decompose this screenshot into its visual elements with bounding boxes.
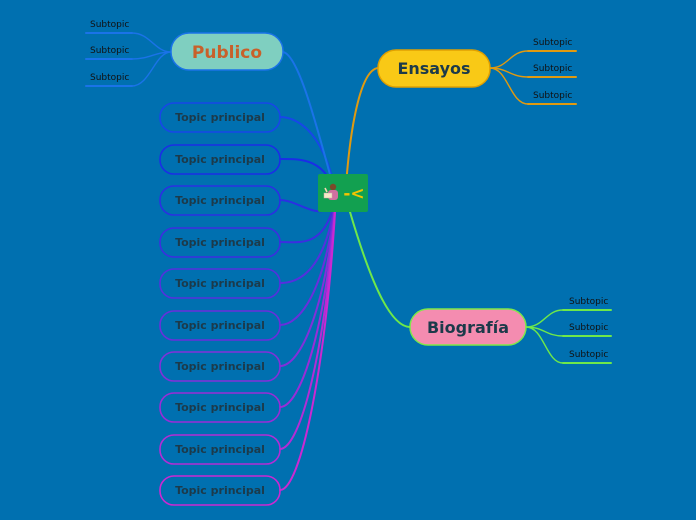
topic-label: Topic principal	[175, 277, 265, 290]
subtopic-label: Subtopic	[90, 73, 129, 83]
biografia-subtopic-connector	[525, 326, 564, 364]
topic-principal-7[interactable]: Topic principal	[159, 351, 281, 382]
branch-label-biografia: Biografía	[427, 318, 509, 337]
topic-connector	[279, 195, 337, 284]
topic-label: Topic principal	[175, 319, 265, 332]
topic-principal-4[interactable]: Topic principal	[159, 227, 281, 258]
subtopic-label: Subtopic	[569, 323, 608, 333]
subtopic-label: Subtopic	[90, 46, 129, 56]
subtopic-publico-1[interactable]: Subtopic	[90, 20, 129, 30]
topic-connector	[279, 195, 337, 491]
topic-principal-9[interactable]: Topic principal	[159, 434, 281, 465]
subtopic-label: Subtopic	[569, 297, 608, 307]
subtopic-ensayos-1[interactable]: Subtopic	[533, 38, 572, 48]
subtopic-biografia-3[interactable]: Subtopic	[569, 350, 608, 360]
subtopic-label: Subtopic	[533, 91, 572, 101]
topic-label: Topic principal	[175, 484, 265, 497]
topic-label: Topic principal	[175, 360, 265, 373]
topic-principal-3[interactable]: Topic principal	[159, 185, 281, 216]
topic-principal-1[interactable]: Topic principal	[159, 102, 281, 133]
topic-label: Topic principal	[175, 236, 265, 249]
ensayos-subtopic-connector	[489, 67, 529, 105]
ensayos-subtopic-connector	[489, 50, 529, 69]
topic-principal-6[interactable]: Topic principal	[159, 310, 281, 341]
subtopic-ensayos-2[interactable]: Subtopic	[533, 64, 572, 74]
subtopic-label: Subtopic	[90, 20, 129, 30]
topic-label: Topic principal	[175, 194, 265, 207]
ensayos-connector	[345, 67, 379, 187]
connector-lines	[85, 32, 612, 491]
topic-label: Topic principal	[175, 111, 265, 124]
subtopic-label: Subtopic	[533, 64, 572, 74]
subtopic-ensayos-3[interactable]: Subtopic	[533, 91, 572, 101]
subtopic-publico-3[interactable]: Subtopic	[90, 73, 129, 83]
subtopic-label: Subtopic	[533, 38, 572, 48]
central-node[interactable]: -<	[318, 174, 368, 212]
branch-label-publico: Publico	[192, 43, 262, 63]
topic-principal-10[interactable]: Topic principal	[159, 475, 281, 506]
topic-label: Topic principal	[175, 443, 265, 456]
publico-subtopic-connector	[131, 32, 172, 53]
topic-principal-2[interactable]: Topic principal	[159, 144, 281, 175]
subtopic-biografia-2[interactable]: Subtopic	[569, 323, 608, 333]
central-node-label: -<	[343, 184, 364, 204]
branch-node-biografia[interactable]: Biografía	[409, 308, 527, 346]
topic-connector	[279, 195, 337, 326]
topic-principal-5[interactable]: Topic principal	[159, 268, 281, 299]
biografia-subtopic-connector	[525, 309, 564, 328]
branch-node-publico[interactable]: Publico	[170, 32, 284, 71]
subtopic-biografia-1[interactable]: Subtopic	[569, 297, 608, 307]
subtopic-publico-2[interactable]: Subtopic	[90, 46, 129, 56]
person-with-book-icon	[323, 183, 338, 200]
topic-principal-8[interactable]: Topic principal	[159, 392, 281, 423]
topic-label: Topic principal	[175, 401, 265, 414]
branch-label-ensayos: Ensayos	[397, 59, 470, 78]
biografia-connector	[349, 211, 411, 328]
topic-label: Topic principal	[175, 153, 265, 166]
subtopic-label: Subtopic	[569, 350, 608, 360]
publico-subtopic-connector	[131, 51, 172, 87]
branch-node-ensayos[interactable]: Ensayos	[377, 49, 491, 88]
